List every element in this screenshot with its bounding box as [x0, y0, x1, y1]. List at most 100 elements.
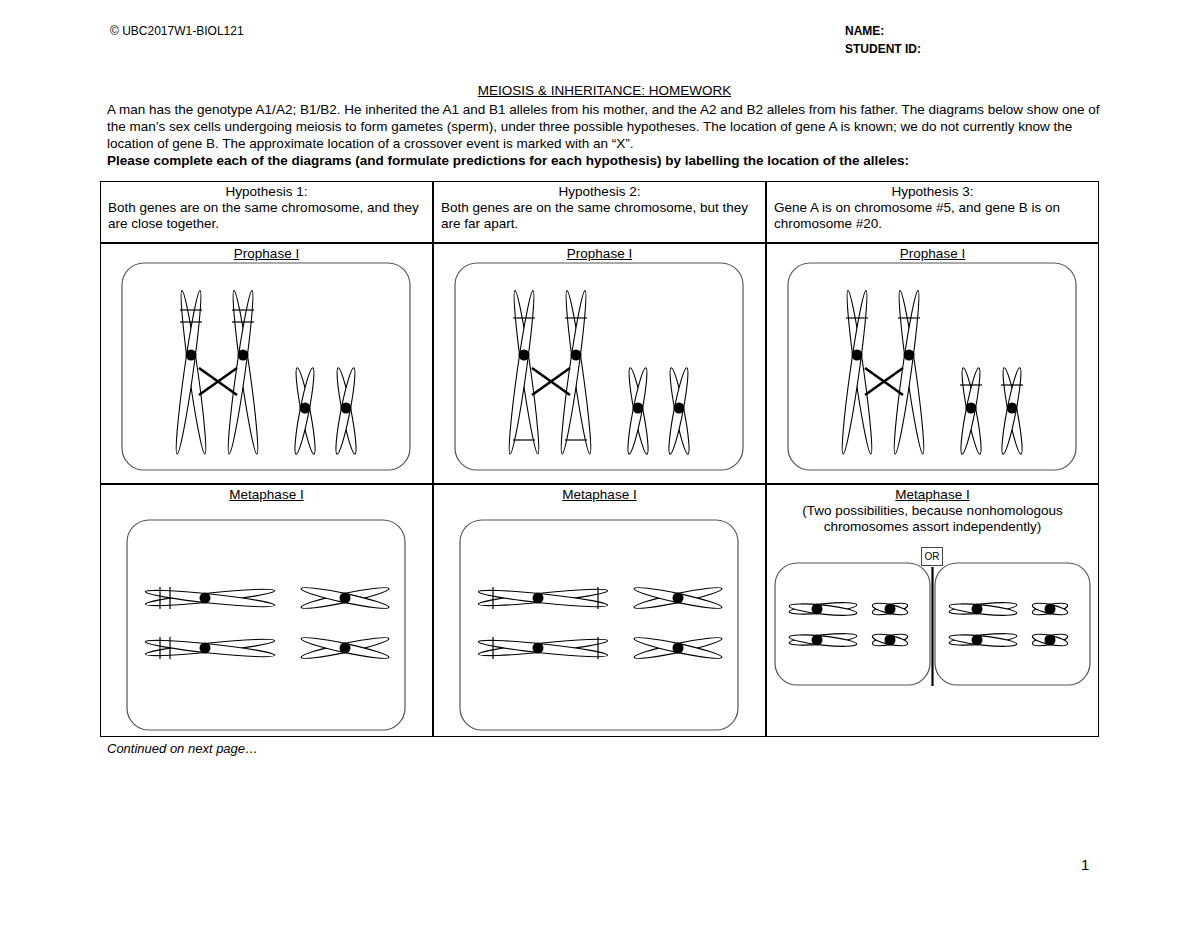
or-sign: OR [921, 547, 943, 566]
chromatid [789, 633, 858, 649]
centromere [633, 403, 644, 414]
chromatid [333, 367, 359, 455]
chromatid [300, 584, 390, 612]
chromosome [1031, 632, 1068, 648]
centromere [186, 350, 197, 361]
chromatid [958, 367, 984, 455]
cell-panel [455, 263, 743, 470]
page-number: 1 [1081, 856, 1089, 873]
chromatid [300, 634, 390, 662]
chromatid [666, 367, 692, 455]
chromosome [633, 584, 723, 612]
hypothesis-cell: Hypothesis 3:Gene A is on chromosome #5,… [766, 181, 1099, 243]
centromere [200, 643, 211, 654]
centromere [200, 593, 211, 604]
allele-mark [169, 587, 170, 609]
centromere [812, 635, 823, 646]
phase-cell: Metaphase I [433, 484, 766, 737]
chromatid [633, 634, 723, 662]
centromere [238, 350, 249, 361]
hypothesis-cell: Hypothesis 2:Both genes are on the same … [433, 181, 766, 243]
phase-cell: Prophase I [100, 243, 433, 484]
chromosome [625, 367, 652, 455]
centromere [885, 635, 896, 646]
centromere [571, 350, 582, 361]
centromere [904, 350, 915, 361]
crossover-mark [532, 368, 570, 395]
phase-cell: Metaphase I [100, 484, 433, 737]
phase-cell: Metaphase I(Two possibilities, because n… [766, 484, 1099, 737]
chromatid [1031, 601, 1068, 617]
allele-mark [565, 317, 587, 318]
intro-paragraph: A man has the genotype A1/A2; B1/B2. He … [107, 101, 1102, 152]
centromere [1045, 604, 1056, 615]
allele-mark [597, 587, 598, 609]
allele-mark [159, 637, 160, 659]
chromatid [506, 290, 538, 455]
cell-panel [775, 563, 930, 685]
centromere [300, 403, 311, 414]
chromatid [871, 632, 908, 648]
cell-heading: Prophase I [774, 246, 1091, 262]
centromere [519, 350, 530, 361]
cell-panel [788, 263, 1076, 470]
cell-panel [122, 263, 410, 470]
centromere [674, 403, 685, 414]
chromatid [300, 634, 390, 662]
chromosome [666, 367, 693, 455]
chromosome [789, 631, 858, 648]
continuation-note: Continued on next page… [107, 741, 258, 756]
chromatid [1031, 632, 1068, 648]
chromatid [478, 587, 608, 610]
allele-mark [492, 637, 493, 659]
chromatid [839, 290, 871, 455]
chromatid [300, 584, 390, 612]
cell-text: Gene A is on chromosome #5, and gene B i… [774, 200, 1091, 232]
centromere [972, 604, 983, 615]
centromere [673, 643, 684, 654]
chromosome [145, 636, 275, 660]
chromosome [949, 600, 1018, 617]
page-title: MEIOSIS & INHERITANCE: HOMEWORK [107, 82, 1102, 99]
phase-cell: Prophase I [433, 243, 766, 484]
chromosome [949, 631, 1018, 648]
crossover-mark [865, 368, 903, 395]
cell-panel [935, 563, 1090, 685]
allele-mark [180, 309, 202, 310]
chromatid [145, 587, 275, 610]
chromosome [300, 634, 390, 662]
allele-mark [492, 587, 493, 609]
crossover-mark [199, 368, 237, 395]
cell-panel [460, 520, 738, 730]
chromatid [292, 367, 318, 455]
cell-panel [127, 520, 405, 730]
chromatid [1031, 601, 1068, 617]
allele-mark [180, 321, 202, 322]
chromatid [633, 584, 723, 612]
chromatid [478, 637, 608, 660]
cell-heading: Hypothesis 2: [441, 184, 758, 200]
chromosome [145, 586, 275, 610]
allele-mark [159, 587, 160, 609]
centromere [340, 643, 351, 654]
crossover-mark [865, 368, 903, 395]
centromere [972, 635, 983, 646]
chromosome [300, 584, 390, 612]
cell-text: (Two possibilities, because nonhomologou… [774, 503, 1091, 535]
centromere [812, 604, 823, 615]
chromatid [789, 602, 858, 618]
cell-heading: Metaphase I [441, 487, 758, 503]
chromosome [633, 634, 723, 662]
allele-mark [565, 439, 587, 440]
chromatid [949, 633, 1018, 649]
allele-mark [1001, 384, 1023, 385]
allele-mark [846, 317, 868, 318]
cell-heading: Metaphase I [774, 487, 1091, 503]
intro-text: MEIOSIS & INHERITANCE: HOMEWORK A man has… [107, 82, 1102, 169]
centromere [1045, 635, 1056, 646]
chromatid [871, 632, 908, 648]
chromatid [625, 367, 651, 455]
allele-mark [513, 317, 535, 318]
chromosome [871, 601, 908, 617]
cell-heading: Hypothesis 1: [108, 184, 425, 200]
